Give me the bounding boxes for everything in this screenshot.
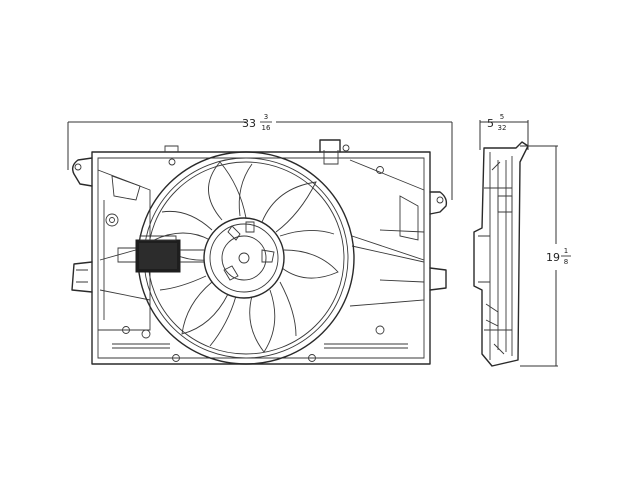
depth-dimension: 5 5 32	[479, 113, 529, 150]
motor-hub	[203, 217, 285, 299]
depth-whole: 5	[487, 117, 494, 130]
depth-denominator: 32	[498, 124, 507, 132]
side-clip-left	[71, 261, 93, 293]
depth-numerator: 5	[500, 113, 504, 121]
side-clip-right	[429, 267, 447, 291]
shroud-frame	[91, 151, 431, 365]
height-dimension: 19 1 8	[520, 145, 571, 367]
width-dimension: 33 3 16	[67, 113, 453, 200]
height-denominator: 8	[564, 258, 568, 266]
width-whole: 33	[242, 117, 256, 130]
fan-blades	[153, 161, 339, 353]
height-whole: 19	[546, 251, 560, 264]
top-bracket	[319, 139, 341, 153]
mount-tab-left-top	[71, 157, 93, 187]
bottom-rail-left	[112, 343, 170, 349]
control-module	[117, 235, 204, 273]
side-view	[473, 141, 529, 367]
height-numerator: 1	[564, 247, 568, 255]
front-view	[71, 139, 448, 365]
mount-tab-right	[429, 191, 448, 215]
width-denominator: 16	[262, 124, 271, 132]
side-profile	[473, 141, 529, 367]
width-numerator: 3	[264, 113, 268, 121]
bottom-rail-right	[324, 343, 408, 349]
